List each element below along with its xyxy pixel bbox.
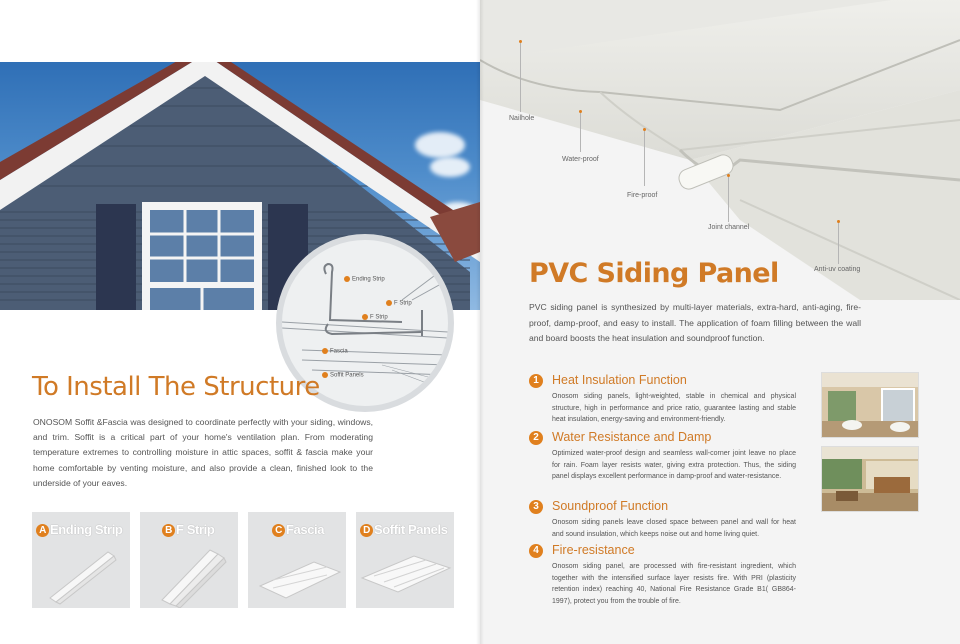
pvc-siding-title: PVC Siding Panel: [529, 258, 779, 289]
soffit-panels-image: [360, 555, 452, 593]
feature-title: Heat Insulation Function: [552, 373, 687, 387]
product-badge: C: [272, 524, 285, 537]
callout-fire-proof: Fire-proof: [627, 192, 658, 199]
callout-water-proof: Water-proof: [562, 156, 599, 163]
f-strip-image: [161, 549, 227, 608]
feature-description: Optimized water-proof design and seamles…: [552, 450, 796, 481]
diagram-label-f-strip-top: F Strip: [386, 300, 412, 307]
diagram-badge-a: [344, 276, 350, 282]
diagram-label-soffit-panels: Soffit Panels: [322, 372, 364, 379]
feature-number-badge: 3: [529, 500, 543, 514]
product-name: Fascia: [286, 522, 325, 537]
feature-number-badge: 1: [529, 374, 543, 388]
diagram-label-ending-strip: Ending Strip: [344, 276, 385, 283]
product-badge: D: [360, 524, 373, 537]
install-body-text: ONOSOM Soffit &Fascia was designed to co…: [33, 417, 373, 488]
diagram-label-f-strip: F Strip: [362, 314, 388, 321]
porch-photo-1: [821, 372, 919, 438]
ending-strip-image: [49, 551, 117, 605]
feature-title: Fire-resistance: [552, 543, 635, 557]
feature-description: Onosom siding panels leave closed space …: [552, 519, 796, 538]
install-detail-diagram: Ending Strip F Strip F Strip Fascia Soff…: [276, 234, 454, 412]
product-name: Ending Strip: [50, 522, 123, 537]
product-badge: A: [36, 524, 49, 537]
feature-number-badge: 2: [529, 431, 543, 445]
porch-photo-2: [821, 446, 919, 512]
feature-description: Onosom siding panels, light-weighted, st…: [552, 393, 796, 424]
page-fold: [476, 0, 484, 644]
house-gable-photo: [0, 62, 480, 310]
pvc-intro-text: PVC siding panel is synthesized by multi…: [529, 302, 861, 343]
callout-joint-channel: Joint channel: [708, 224, 750, 231]
product-name: Soffit Panels: [374, 522, 448, 537]
feature-title: Soundproof Function: [552, 499, 669, 513]
callout-anti-uv-coating: Anti-uv coating: [814, 266, 861, 273]
left-page: Ending Strip F Strip F Strip Fascia Soff…: [0, 62, 480, 608]
pvc-siding-panel-image: [480, 0, 960, 300]
diagram-label-fascia: Fascia: [322, 348, 348, 355]
callout-nailhole: Nailhole: [509, 115, 535, 122]
product-badge: B: [162, 524, 175, 537]
install-title: To Install The Structure: [32, 372, 320, 402]
fascia-image: [258, 561, 342, 599]
feature-description: Onosom siding panel, are processed with …: [552, 563, 796, 605]
right-page: Nailhole Water-proof Fire-proof Joint ch…: [480, 0, 960, 644]
feature-title: Water Resistance and Damp: [552, 430, 712, 444]
product-name: F Strip: [176, 522, 215, 537]
feature-number-badge: 4: [529, 544, 543, 558]
